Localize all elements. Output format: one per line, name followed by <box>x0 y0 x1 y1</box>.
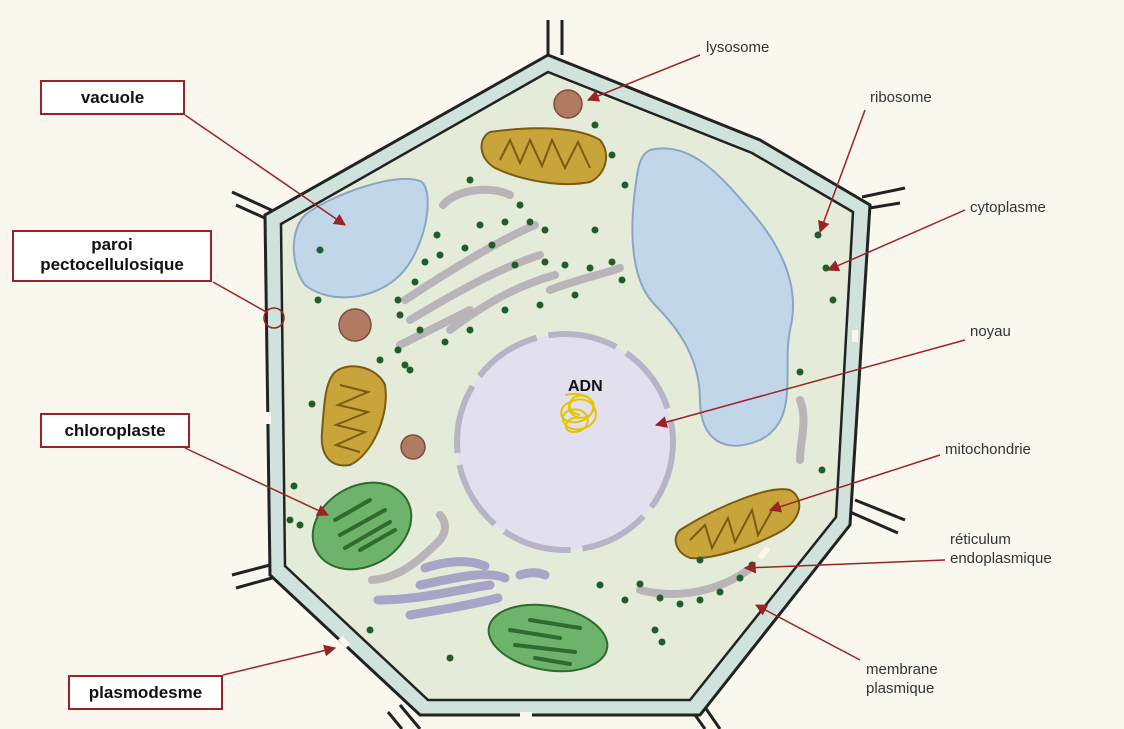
label-cytoplasme: cytoplasme <box>970 198 1046 217</box>
nucleus <box>457 334 673 550</box>
label-plasmodesme: plasmodesme <box>68 675 223 710</box>
lysosome-mid <box>401 435 425 459</box>
label-lysosome: lysosome <box>706 38 769 57</box>
lysosome-top <box>554 90 582 118</box>
label-noyau: noyau <box>970 322 1011 341</box>
label-reticulum: réticulum endoplasmique <box>950 530 1052 568</box>
label-paroi-line1: paroi <box>18 235 206 255</box>
label-chloroplaste: chloroplaste <box>40 413 190 448</box>
label-reticulum-line2: endoplasmique <box>950 549 1052 568</box>
label-vacuole: vacuole <box>40 80 185 115</box>
lysosome-left <box>339 309 371 341</box>
label-adn: ADN <box>568 378 603 396</box>
label-paroi: paroi pectocellulosique <box>12 230 212 282</box>
label-membrane-line2: plasmique <box>866 679 938 698</box>
label-paroi-line2: pectocellulosique <box>18 255 206 275</box>
label-membrane: membrane plasmique <box>866 660 938 698</box>
label-reticulum-line1: réticulum <box>950 530 1052 549</box>
label-membrane-line1: membrane <box>866 660 938 679</box>
label-mitochondrie: mitochondrie <box>945 440 1031 459</box>
label-ribosome: ribosome <box>870 88 932 107</box>
